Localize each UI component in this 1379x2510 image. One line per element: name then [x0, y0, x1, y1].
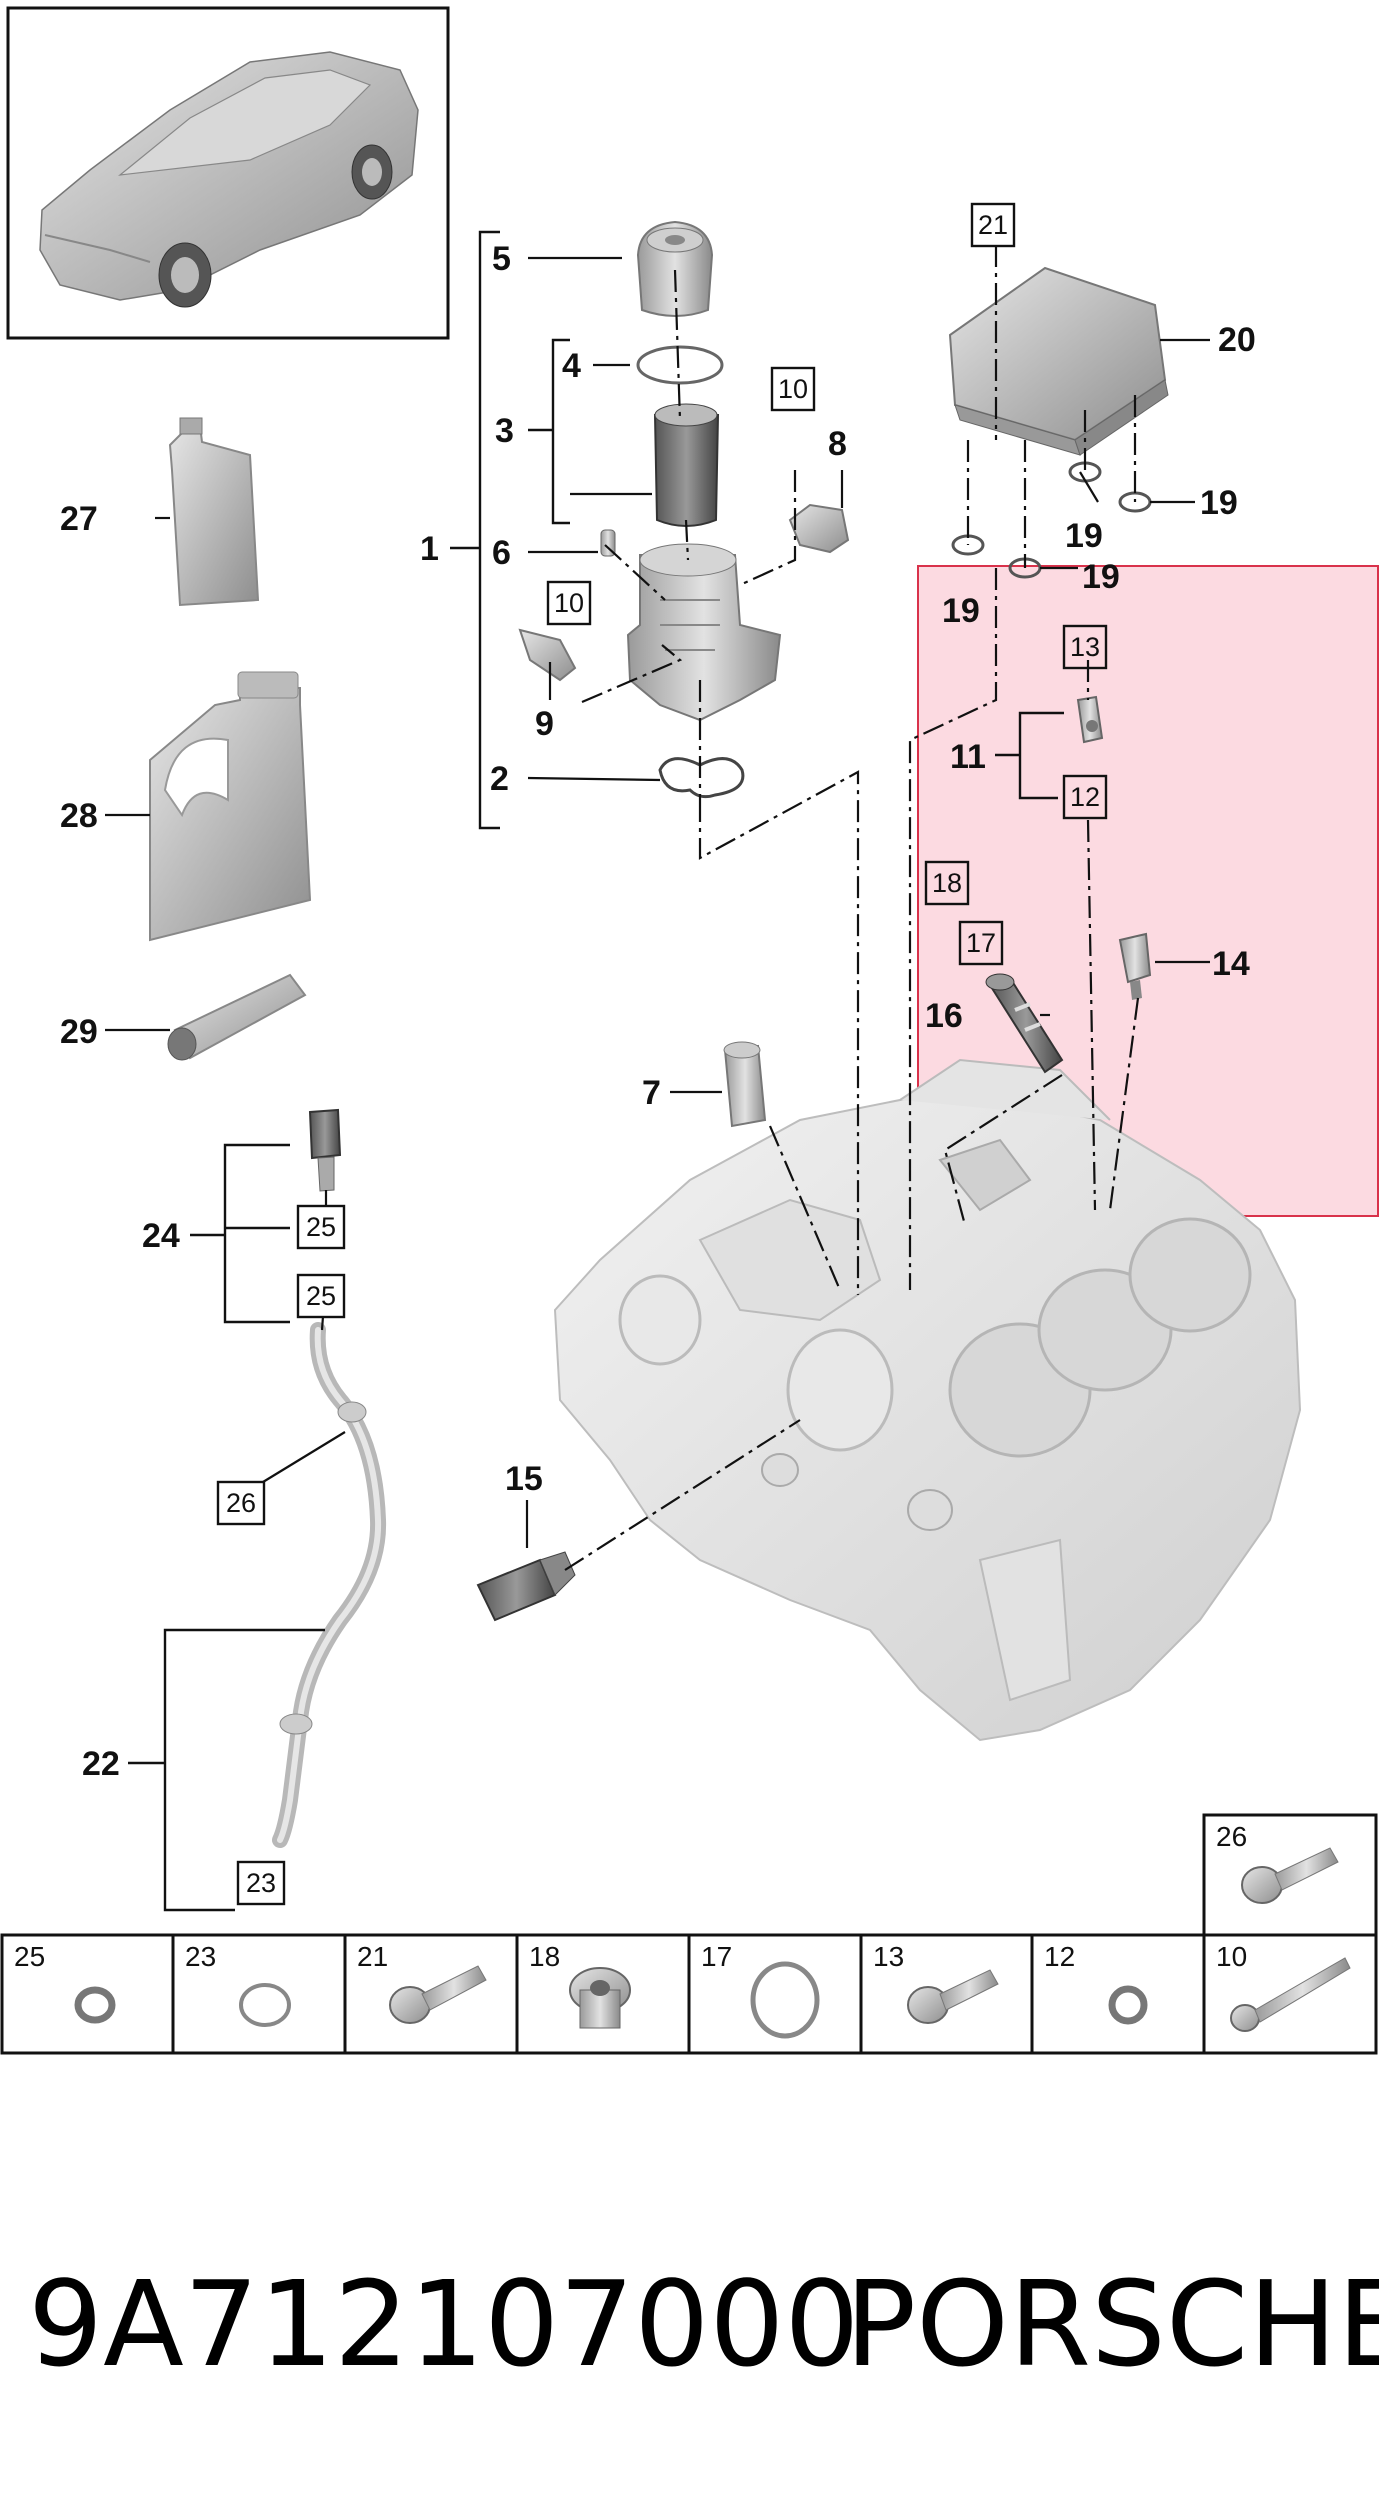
callout-9: 9: [535, 705, 554, 743]
boxed-references: 10 10 12 13 17 18 21 23 25 25 26: [216, 202, 1108, 1906]
callout-27: 27: [60, 500, 98, 538]
boxed-ref-17: 17: [966, 928, 996, 958]
callout-4: 4: [562, 347, 581, 385]
oil-bottle-27: [168, 417, 260, 607]
bracket-group-22: [128, 1628, 325, 1912]
oil-cooler: [948, 266, 1169, 456]
parts-cell-label-7: 12: [1044, 1941, 1075, 1972]
bracket-group-3: [528, 338, 570, 525]
callout-19-c: 19: [1065, 517, 1103, 555]
callout-19-a: 19: [942, 592, 980, 630]
sensor-7: [723, 1041, 767, 1128]
callout-labels: 1 2 3 4 5 6 7 8 9 11 14 15 16 19 19 19 1…: [60, 240, 1256, 1783]
callout-1: 1: [420, 530, 439, 568]
oil-filter-element: [653, 403, 720, 527]
bracket-group-24: [190, 1143, 290, 1324]
parts-table: 26 25 23 21 18 17 13 12 10: [0, 1813, 1378, 2055]
boxed-ref-26: 26: [226, 1488, 256, 1518]
parts-cell-label-1: 25: [14, 1941, 45, 1972]
callout-11: 11: [950, 738, 986, 776]
callout-29: 29: [60, 1013, 98, 1051]
sealant-tube-29: [167, 973, 307, 1061]
car-thumbnail: [6, 6, 450, 340]
boxed-ref-13: 13: [1070, 632, 1100, 662]
boxed-ref-23: 23: [246, 1868, 276, 1898]
parts-cell-label-3: 21: [357, 1941, 388, 1972]
callout-24: 24: [142, 1217, 180, 1255]
brand-name: PORSCHE: [845, 2255, 1379, 2393]
parts-cell-label-8: 10: [1216, 1941, 1247, 1972]
bracket-8: [788, 503, 850, 554]
sender-15: [476, 1551, 576, 1622]
oil-filter-cap: [636, 220, 714, 317]
callout-16: 16: [925, 997, 963, 1035]
long-bolt-icon: [1230, 1957, 1351, 2032]
screw-icon: [907, 1969, 999, 2024]
filter-o-ring: [636, 345, 724, 385]
bracket-group-11: [995, 711, 1064, 800]
parts-cell-top-label: 26: [1216, 1821, 1247, 1852]
parts-cell-label-4: 18: [529, 1941, 560, 1972]
plug-icon: [569, 1967, 631, 2029]
parts-cell-label-5: 17: [701, 1941, 732, 1972]
assembly-lines: [320, 245, 1140, 1571]
boxed-ref-10-a: 10: [778, 374, 808, 404]
bracket-9: [518, 628, 577, 682]
boxed-ref-21: 21: [978, 210, 1008, 240]
callout-28: 28: [60, 797, 98, 835]
callout-6: 6: [492, 534, 511, 572]
callout-15: 15: [505, 1460, 543, 1498]
cell-26-bolt-icon: [1241, 1847, 1339, 1904]
small-washer-icon: [1108, 1985, 1148, 2025]
part-number: 9A712107000: [28, 2255, 859, 2393]
callout-7: 7: [642, 1074, 661, 1112]
bracket-group-1: [450, 230, 500, 830]
callout-22: 22: [82, 1745, 120, 1783]
washer-icon: [74, 1986, 116, 2024]
parts-cell-label-2: 23: [185, 1941, 216, 1972]
boxed-ref-18: 18: [932, 868, 962, 898]
leader-lines: [105, 256, 1210, 1548]
oil-canister-28: [149, 671, 312, 942]
callout-8: 8: [828, 425, 847, 463]
valve-16: [985, 973, 1064, 1074]
gasket-2: [658, 757, 745, 799]
boxed-ref-25-b: 25: [306, 1281, 336, 1311]
sensor-14: [1118, 932, 1152, 1000]
callout-2: 2: [490, 760, 509, 798]
o-ring-icon: [239, 1983, 291, 2027]
callout-14: 14: [1212, 945, 1250, 983]
dipstick-guide-tube: [272, 1322, 387, 1848]
callout-3: 3: [495, 412, 514, 450]
callout-19-d: 19: [1200, 484, 1238, 522]
boxed-ref-25-a: 25: [306, 1212, 336, 1242]
seal-ring-icon: [750, 1961, 820, 2039]
callout-5: 5: [492, 240, 511, 278]
sensor-11: [1076, 695, 1104, 744]
bolt-icon: [389, 1965, 487, 2024]
boxed-ref-12: 12: [1070, 782, 1100, 812]
callout-20: 20: [1218, 321, 1256, 359]
boxed-ref-10-b: 10: [554, 588, 584, 618]
engine-block: [553, 1058, 1302, 1742]
callout-19-b: 19: [1082, 558, 1120, 596]
parts-cell-label-6: 13: [873, 1941, 904, 1972]
dipstick-sensor-24: [308, 1108, 342, 1192]
oil-filter-housing: [626, 543, 782, 722]
